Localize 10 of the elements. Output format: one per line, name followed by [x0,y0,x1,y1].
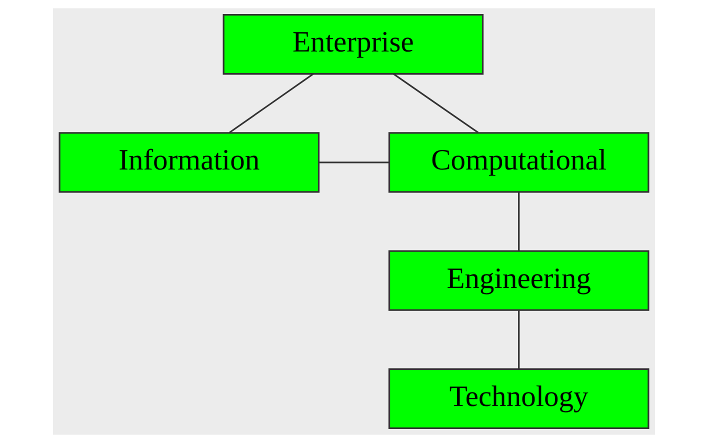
connector [518,310,520,369]
connector [318,162,388,164]
node-box: Computational [388,132,649,193]
connector [392,73,478,134]
node-box: Enterprise [222,14,484,75]
node-box: Technology [388,368,649,429]
connector [518,192,520,251]
node-box: Information [58,132,320,193]
connector [228,73,314,134]
node-box: Engineering [388,250,649,311]
